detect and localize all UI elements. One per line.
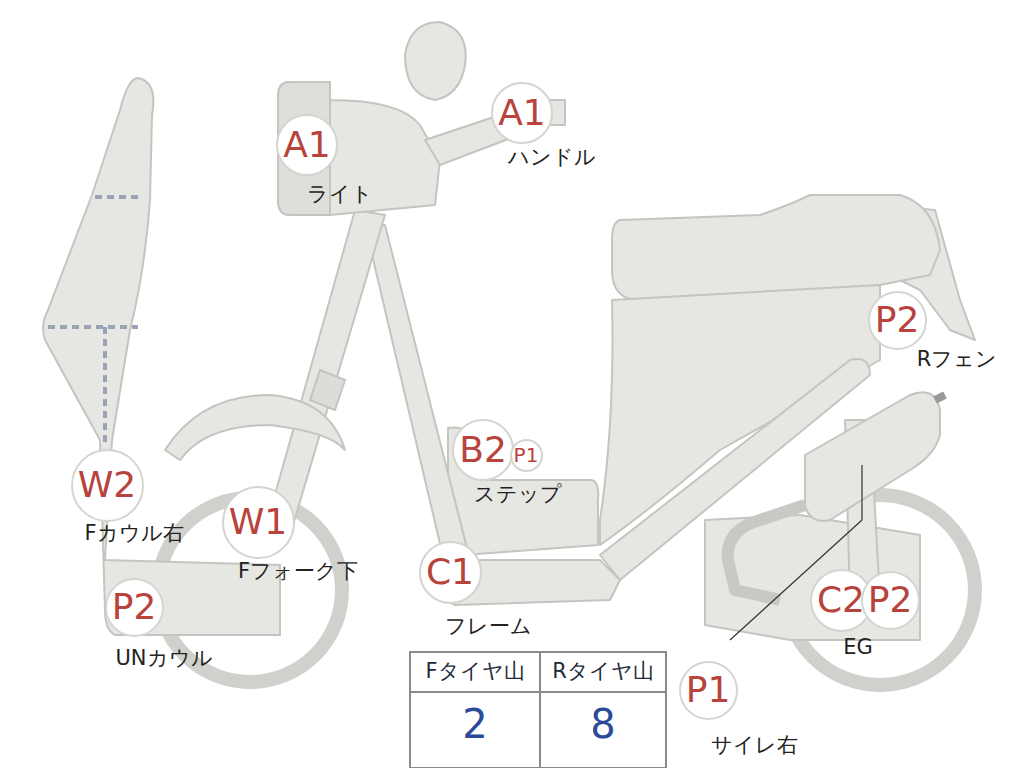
part-name: UNカウル <box>115 647 212 670</box>
part-name: フレーム <box>445 615 532 638</box>
damage-code: W1 <box>229 504 288 540</box>
part-name: Rフェン <box>917 348 998 371</box>
part-name: サイレ右 <box>711 734 798 757</box>
part-name: Fフォーク下 <box>238 560 358 583</box>
part-name: Fカウル右 <box>84 522 183 545</box>
table-value: 2 <box>462 702 487 746</box>
damage-code-circle: W2 <box>71 449 144 522</box>
damage-code-circle: A1 <box>491 82 553 144</box>
damage-code-circle: W1 <box>222 486 295 559</box>
damage-code-circle: P2 <box>868 291 927 350</box>
damage-code-circle: P1 <box>510 439 543 472</box>
damage-code-circle: P2 <box>861 571 920 630</box>
damage-code: B2 <box>459 432 507 468</box>
damage-code-circle: A1 <box>276 114 338 176</box>
table-header: Fタイヤ山 <box>425 660 524 683</box>
damage-code: A1 <box>498 95 546 131</box>
damage-code-circle: P2 <box>105 578 164 637</box>
damage-code-circle: B2 <box>452 419 514 481</box>
table-header: Rタイヤ山 <box>552 660 654 683</box>
damage-code: C1 <box>426 554 474 590</box>
damage-code: P2 <box>112 589 157 625</box>
damage-code: A1 <box>283 127 331 163</box>
damage-code: P1 <box>686 672 731 708</box>
damage-code: C2 <box>817 582 865 618</box>
part-name: ライト <box>307 183 373 206</box>
part-name: ハンドル <box>508 146 596 169</box>
part-name: EG <box>843 636 873 659</box>
damage-code-circle: C1 <box>419 541 482 604</box>
damage-code: P2 <box>875 302 920 338</box>
table-value: 8 <box>590 702 615 746</box>
damage-code: P1 <box>514 445 539 465</box>
damage-code: W2 <box>78 467 137 503</box>
part-name: ステップ <box>474 483 562 506</box>
damage-code-circle: P1 <box>679 661 738 720</box>
damage-code: P2 <box>868 582 913 618</box>
damage-code-circle: C2 <box>810 569 873 632</box>
